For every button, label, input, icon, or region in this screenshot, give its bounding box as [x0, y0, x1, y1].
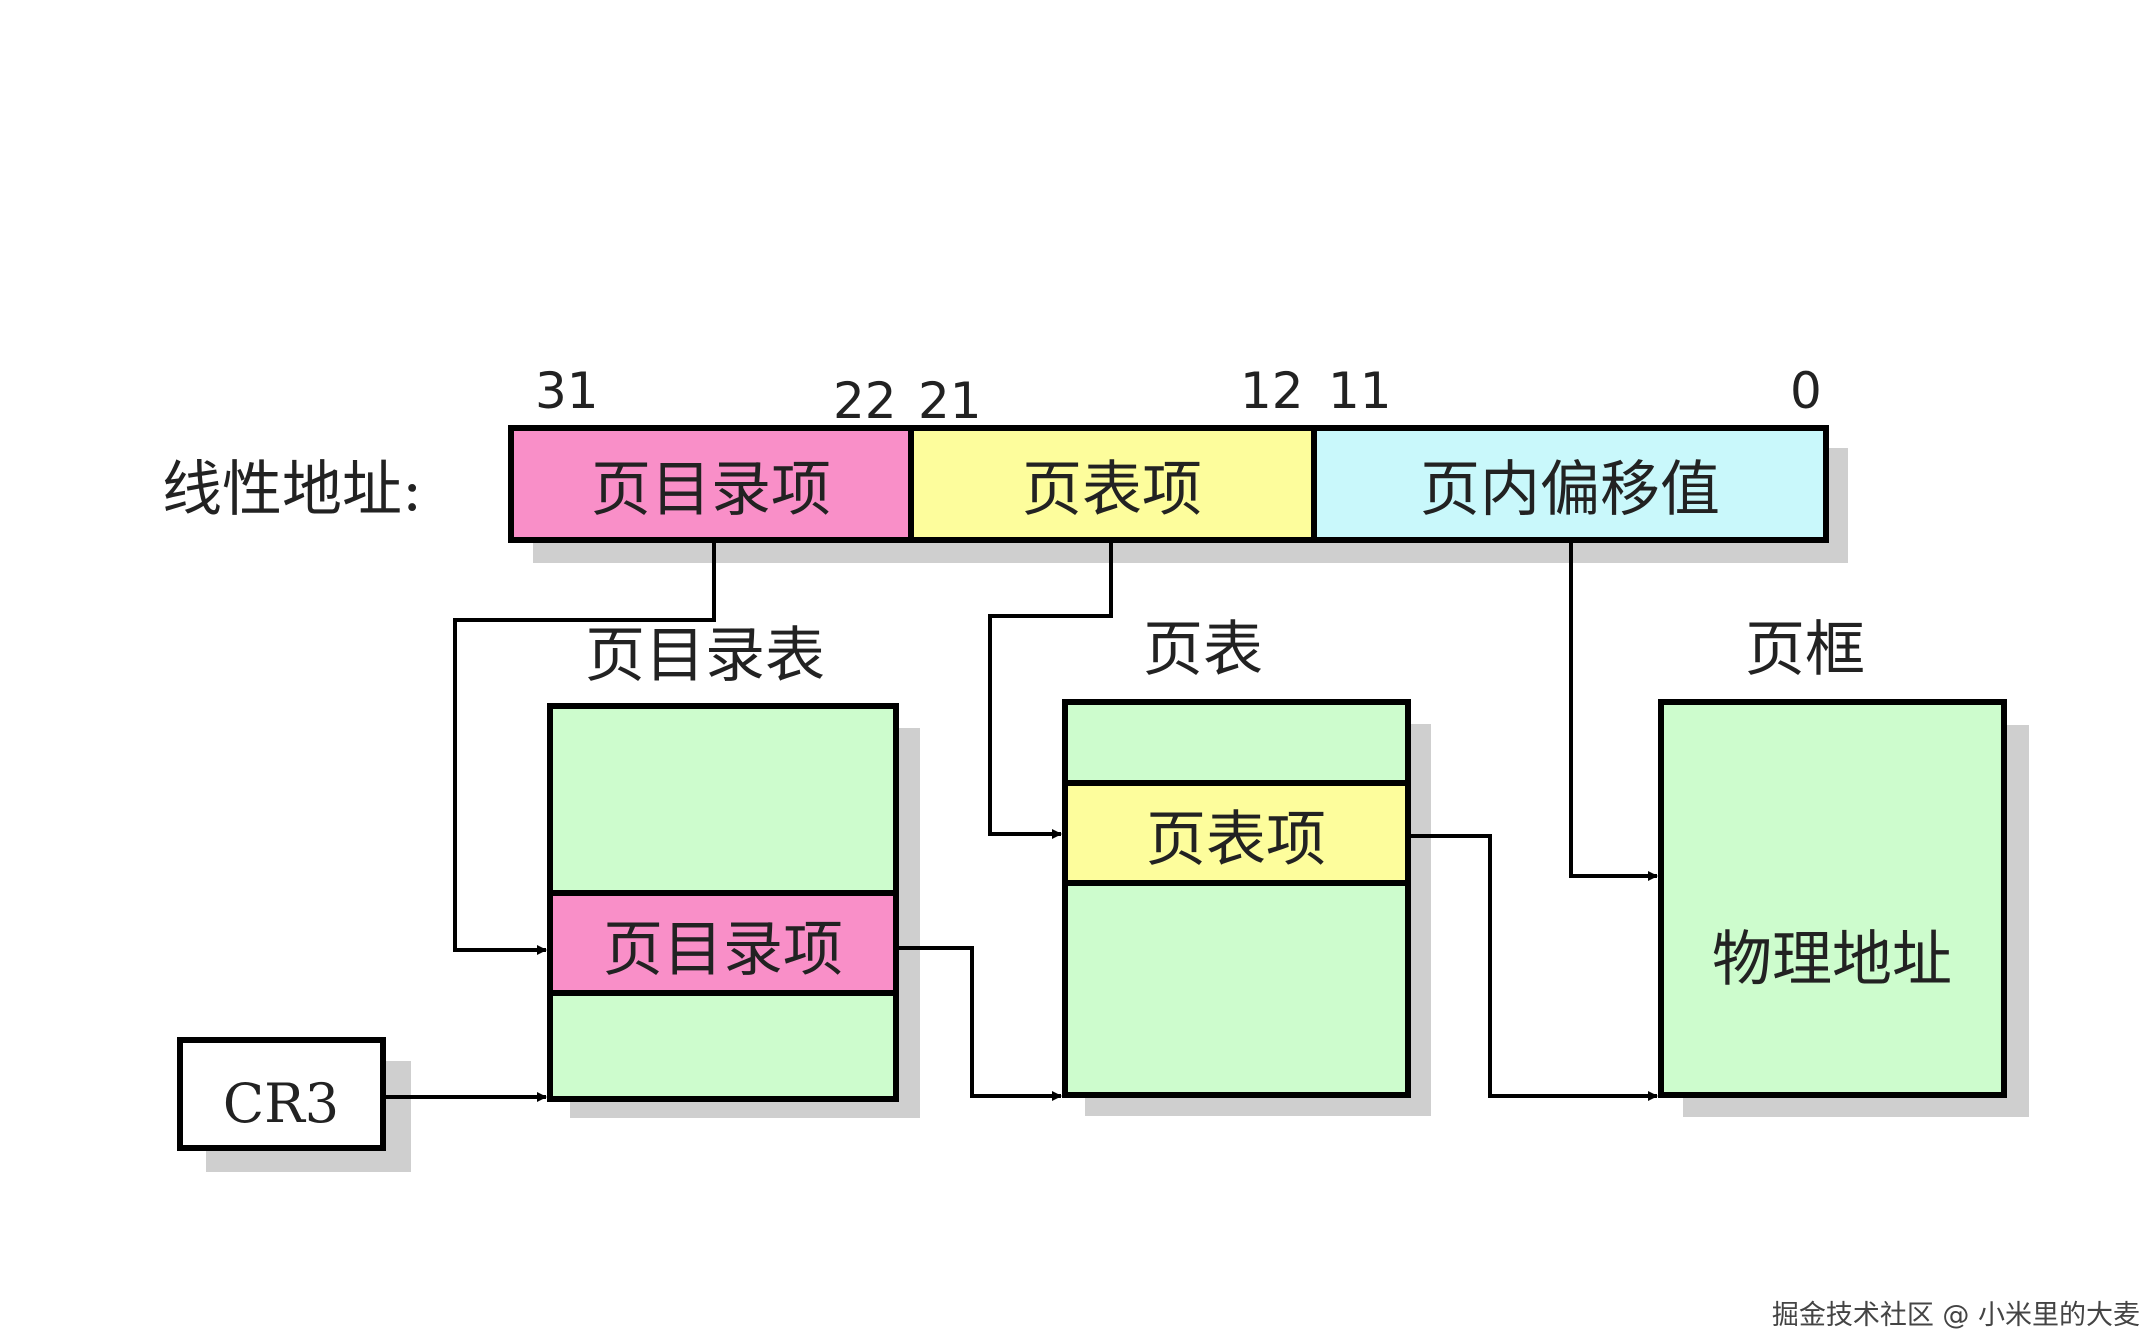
- wire-offset-to-page-frame: [1569, 540, 1658, 881]
- page-directory-entry: [547, 890, 899, 996]
- bit-11: 11: [1328, 362, 1392, 420]
- wire-table-entry-to-page-frame: [1408, 834, 1658, 1101]
- linear-address-bar: 页目录项 页表项 页内偏移值: [508, 425, 1848, 563]
- field-page-directory-entry: [508, 425, 914, 543]
- bit-21: 21: [918, 372, 982, 430]
- cr3-label: CR3: [223, 1072, 339, 1135]
- page-directory-table: 页目录项: [547, 703, 920, 1118]
- page-table-entry-label: 页表项: [1146, 805, 1326, 875]
- field-label-offset: 页内偏移值: [1420, 455, 1720, 525]
- wire-directory-entry-to-page-table: [896, 946, 1062, 1101]
- linear-address-label: 线性地址:: [162, 455, 422, 525]
- physical-address-label: 物理地址: [1712, 925, 1952, 995]
- cr3-register: CR3: [177, 1037, 411, 1172]
- page-table-title: 页表: [1143, 615, 1263, 685]
- page-directory-entry-label: 页目录项: [603, 915, 843, 985]
- watermark: 掘金技术社区 @ 小米里的大麦: [1772, 1300, 2140, 1331]
- page-frame-title: 页框: [1745, 615, 1865, 685]
- bit-22: 22: [833, 372, 897, 430]
- field-label-table: 页表项: [1022, 455, 1202, 525]
- wire-dir-field-to-directory: [453, 540, 716, 955]
- wire-table-field-to-page-table: [988, 540, 1113, 839]
- page-table: 页表项: [1062, 699, 1431, 1116]
- page-frame: 物理地址: [1658, 699, 2029, 1117]
- bit-0: 0: [1790, 362, 1822, 420]
- page-table-entry: [1062, 780, 1411, 886]
- page-directory-title: 页目录表: [585, 621, 825, 691]
- bit-31: 31: [535, 362, 599, 420]
- field-label-dir: 页目录项: [591, 455, 831, 525]
- bit-12: 12: [1240, 362, 1304, 420]
- field-page-table-entry: [908, 425, 1317, 543]
- field-page-offset: [1311, 425, 1829, 543]
